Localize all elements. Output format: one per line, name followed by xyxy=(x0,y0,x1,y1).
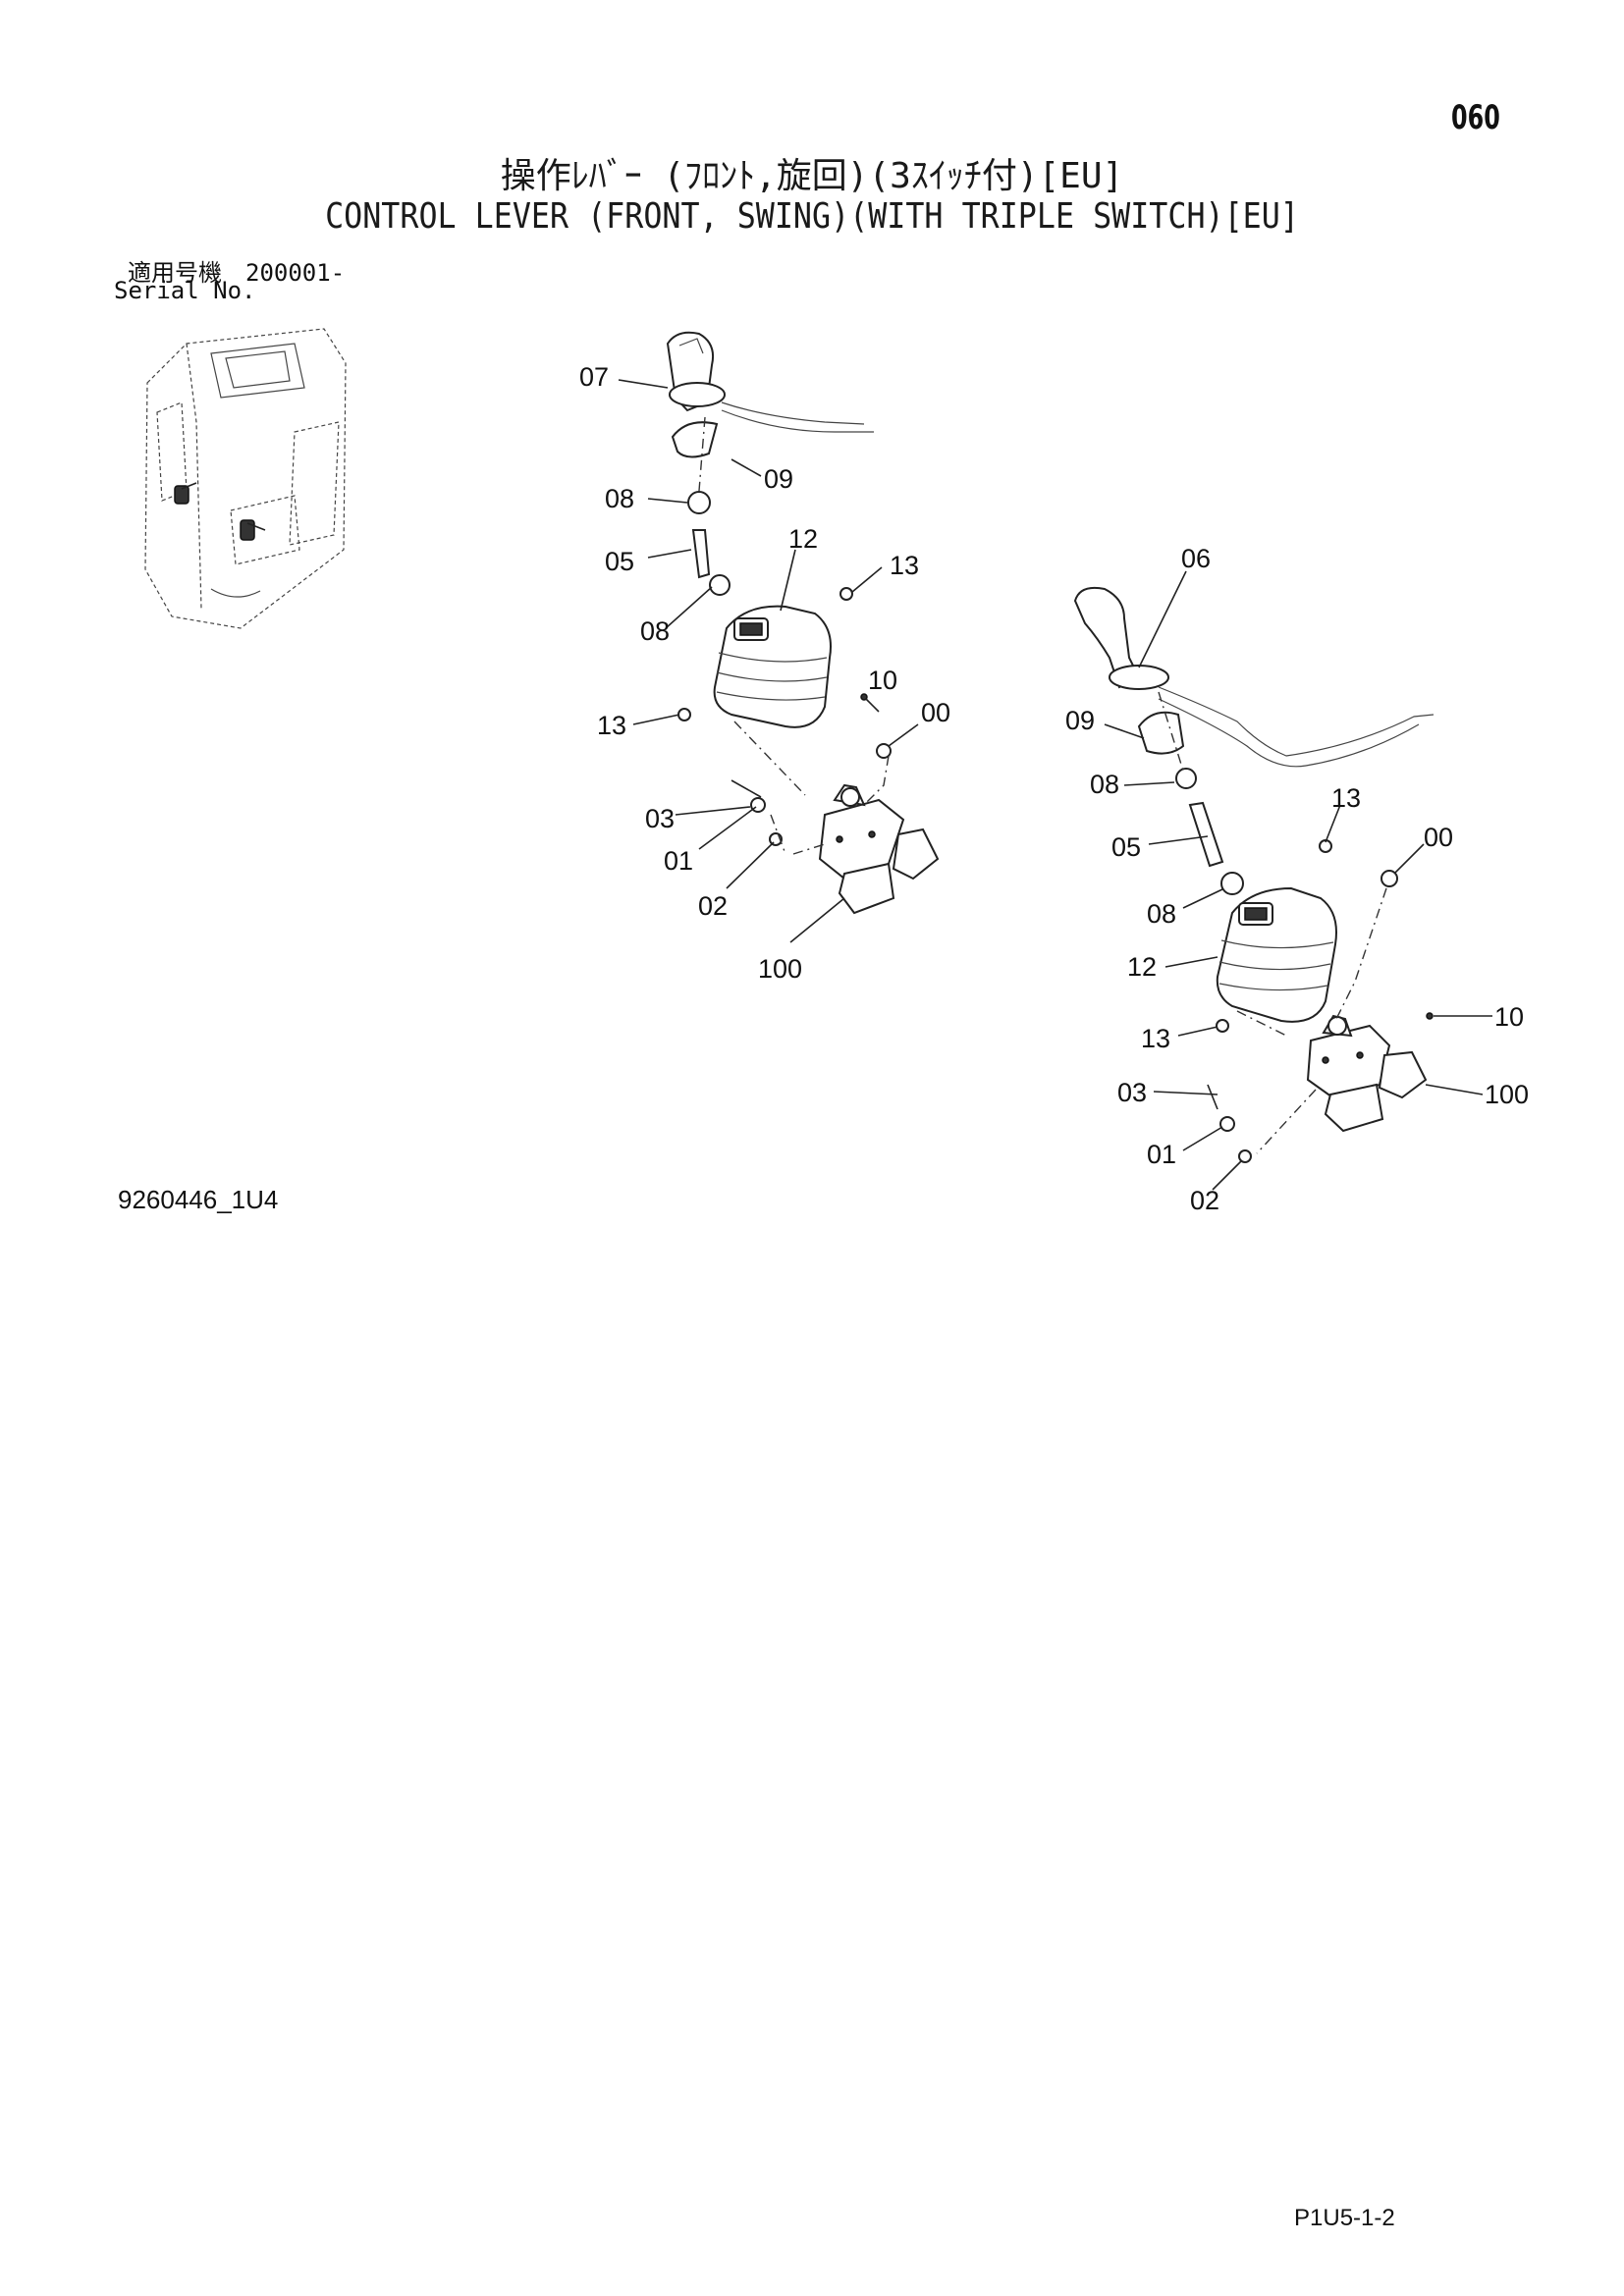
callout-label: 08 xyxy=(1147,899,1176,929)
serial-label-japanese: 適用号機 200001- xyxy=(128,259,346,287)
serial-label-english: Serial No. xyxy=(114,277,256,304)
title-japanese: 操作ﾚﾊﾞｰ (ﾌﾛﾝﾄ,旋回)(3ｽｲｯﾁ付)[EU] xyxy=(500,156,1124,196)
callout-label: 09 xyxy=(764,464,793,494)
callout-label: 100 xyxy=(1485,1080,1529,1109)
left-control-lever-assembly: 07 09 08 05 12 13 08 13 10 00 03 01 02 1… xyxy=(579,331,950,984)
callout-label: 13 xyxy=(890,551,919,580)
callout-label: 03 xyxy=(645,804,675,833)
callout-label: 13 xyxy=(1141,1024,1170,1053)
reference-code: P1U5-1-2 xyxy=(1294,2205,1395,2231)
pilot-valve-100 xyxy=(818,783,940,915)
bellows-boot-12 xyxy=(713,605,832,728)
callout-label: 13 xyxy=(597,711,626,740)
callout-label: 13 xyxy=(1331,783,1361,813)
cab-thumbnail-illustration xyxy=(144,328,347,629)
callout-label: 03 xyxy=(1117,1078,1147,1107)
callout-label: 10 xyxy=(1494,1002,1524,1032)
callout-label: 05 xyxy=(605,547,634,576)
right-control-lever-assembly: 06 09 08 13 05 00 08 12 13 10 03 100 01 … xyxy=(1065,544,1529,1215)
callout-label: 00 xyxy=(1424,823,1453,852)
drawing-number: 9260446_1U4 xyxy=(118,1185,279,1214)
callout-label: 100 xyxy=(758,954,802,984)
callout-label: 01 xyxy=(1147,1140,1176,1169)
callout-label: 08 xyxy=(605,484,634,513)
callout-label: 01 xyxy=(664,846,693,876)
callout-label: 12 xyxy=(1127,952,1157,982)
callout-label: 08 xyxy=(640,616,670,646)
title-english: CONTROL LEVER (FRONT, SWING)(WITH TRIPLE… xyxy=(325,196,1299,237)
callout-label: 12 xyxy=(788,524,818,554)
callout-label: 09 xyxy=(1065,706,1095,735)
callout-label: 07 xyxy=(579,362,609,392)
bellows-boot-12 xyxy=(1216,886,1337,1023)
callout-label: 10 xyxy=(868,666,897,695)
callout-label: 00 xyxy=(921,698,950,727)
callout-label: 05 xyxy=(1111,832,1141,862)
callout-label: 02 xyxy=(698,891,728,921)
page-number: 060 xyxy=(1451,98,1500,137)
callout-label: 08 xyxy=(1090,770,1119,799)
callout-label: 02 xyxy=(1190,1186,1219,1215)
pilot-valve-100 xyxy=(1306,1014,1428,1133)
callout-label: 06 xyxy=(1181,544,1211,573)
